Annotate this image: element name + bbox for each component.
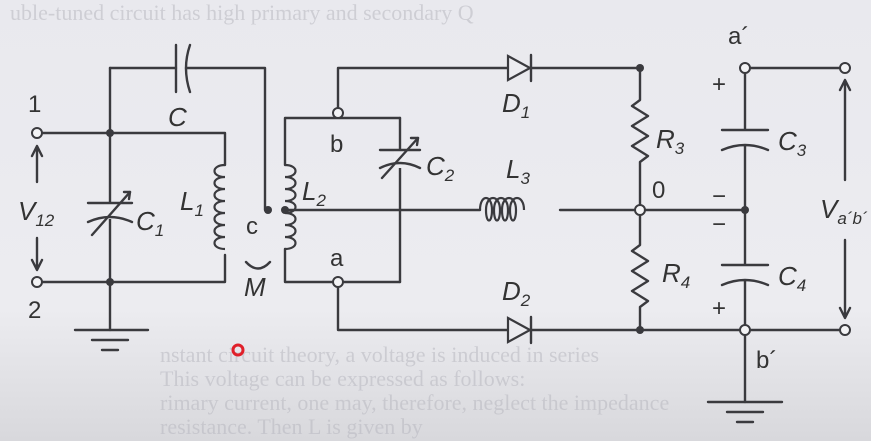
label-r3: R3 (656, 124, 685, 158)
label-c4: C4 (778, 261, 806, 295)
bg-text-line: This voltage can be expressed as follows… (160, 366, 525, 391)
label-plus: + (712, 71, 726, 98)
terminal-a (332, 276, 344, 288)
ground-icon (706, 400, 784, 424)
bg-text-line: rimary current, one may, therefore, negl… (160, 390, 669, 415)
ground-icon (73, 328, 150, 352)
resistor-r3 (630, 66, 650, 207)
label-r4: R4 (662, 258, 690, 292)
inductor-l1 (213, 163, 226, 251)
bg-text-line: nstant circuit theory, a voltage is indu… (160, 342, 599, 367)
label-l3: L3 (506, 154, 530, 188)
label-c1: C1 (136, 206, 164, 240)
label-d2: D2 (502, 276, 531, 310)
label-d1: D1 (502, 88, 530, 122)
label-plus: + (712, 295, 726, 322)
label-node-0: 0 (652, 177, 665, 204)
cursor-marker-icon (231, 343, 245, 357)
bg-text-line: uble-tuned circuit has high primary and … (10, 0, 474, 25)
label-terminal-2: 2 (28, 297, 41, 324)
label-m: M (244, 272, 266, 302)
terminal-b-prime (739, 324, 751, 336)
inductor-l2 (283, 116, 402, 284)
label-l2: L2 (302, 176, 326, 210)
inductor-l3 (286, 196, 637, 222)
label-c2: C2 (426, 151, 455, 185)
terminal-2 (31, 276, 43, 288)
resistor-r4 (630, 213, 650, 332)
capacitor-c4 (720, 208, 770, 327)
label-l1: L1 (180, 186, 204, 220)
capacitor-c (174, 43, 192, 94)
diode-d2 (506, 315, 742, 345)
label-center-tap: c (246, 213, 258, 240)
output-terminal-bottom (839, 324, 851, 336)
label-c: C (168, 102, 187, 132)
diode-d1 (506, 53, 639, 83)
label-v12: V12 (18, 196, 55, 230)
bg-text-line: resistance. Then L is given by (160, 414, 423, 439)
labels: 1 2 V12 C C1 L1 c M L2 b a C2 D1 D2 L3 R… (18, 23, 868, 374)
label-a: a (330, 245, 344, 272)
label-c3: C3 (778, 126, 807, 160)
secondary-circuit (286, 53, 852, 424)
variable-capacitor-c2 (378, 136, 422, 180)
label-minus: − (712, 183, 726, 210)
terminal-b (332, 107, 344, 119)
label-b-prime: b´ (756, 347, 777, 374)
label-b: b (330, 131, 343, 158)
primary-circuit (30, 43, 402, 352)
node-0 (634, 204, 646, 216)
label-minus: − (712, 211, 726, 238)
terminal-1 (31, 127, 43, 139)
label-terminal-1: 1 (28, 91, 41, 118)
variable-capacitor-c1 (86, 190, 134, 237)
background-text: uble-tuned circuit has high primary and … (10, 0, 669, 439)
mutual-coupling-arc (244, 260, 272, 270)
output-terminal-top (839, 62, 851, 74)
label-a-prime: a´ (728, 23, 749, 50)
label-vout: Va´b´ (820, 194, 868, 228)
capacitor-c3 (720, 71, 770, 212)
terminal-a-prime (739, 62, 751, 74)
